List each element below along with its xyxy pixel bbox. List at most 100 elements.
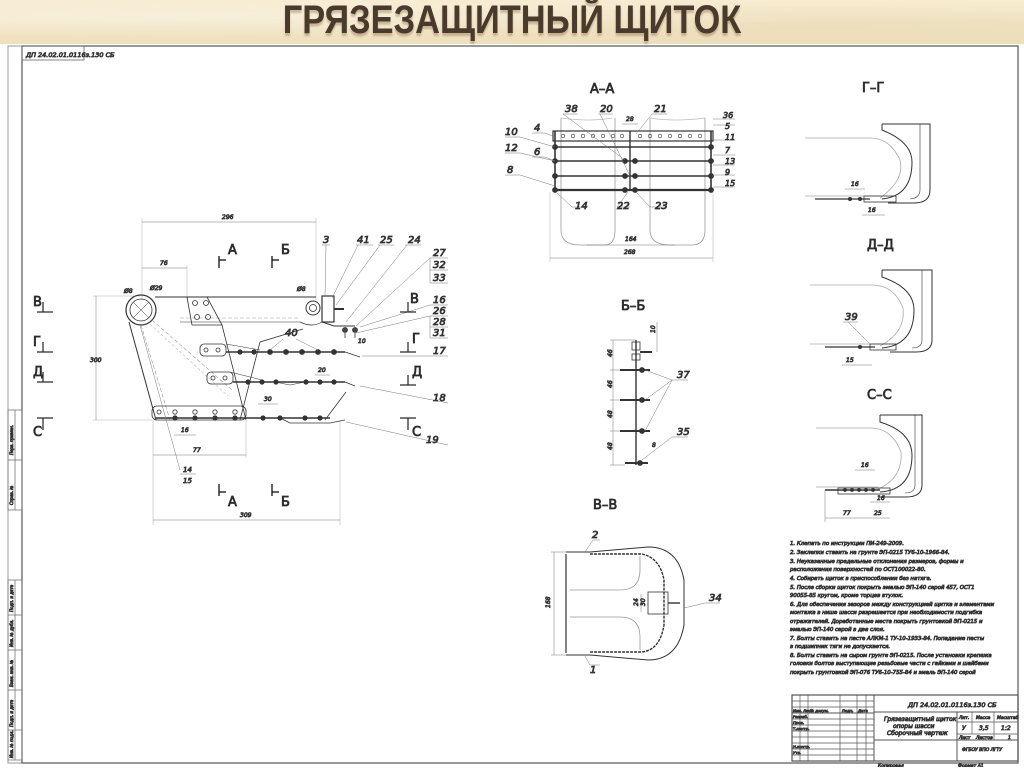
svg-text:Подп. и дата: Подп. и дата — [9, 584, 14, 612]
svg-text:1. Клепать по инструкции ПИ-24: 1. Клепать по инструкции ПИ-249-2009. — [790, 541, 904, 547]
svg-text:покрыть грунтовкой ЭП-076 ТУ6-: покрыть грунтовкой ЭП-076 ТУ6-10-755-84 … — [790, 670, 976, 676]
svg-text:77: 77 — [843, 510, 851, 517]
svg-text:Взам. инв. №: Взам. инв. № — [9, 660, 14, 687]
svg-text:24: 24 — [408, 235, 421, 246]
svg-text:16: 16 — [877, 495, 885, 502]
svg-text:Масштаб: Масштаб — [997, 715, 1019, 721]
svg-text:3,5: 3,5 — [979, 725, 989, 732]
svg-text:16: 16 — [868, 207, 876, 214]
svg-text:24: 24 — [633, 598, 640, 606]
sheet-frame: ДП 24.02.01.0116з.130 СБ — [7, 45, 1019, 764]
svg-text:6. Для обеспечения зазоров меж: 6. Для обеспечения зазоров между констру… — [790, 602, 995, 608]
svg-text:32: 32 — [433, 260, 446, 271]
svg-text:34: 34 — [709, 593, 722, 604]
svg-text:164: 164 — [625, 236, 637, 243]
svg-text:Инв. № дубл.: Инв. № дубл. — [9, 620, 14, 647]
drawing-sheet: ДП 24.02.01.0116з.130 СБ 296 76 Ø8 Ø29 Ø… — [0, 44, 1024, 769]
svg-text:В: В — [33, 295, 42, 310]
svg-text:Утв.: Утв. — [793, 750, 801, 755]
drawing-name-3: Сборочный чертеж — [887, 730, 948, 737]
svg-text:4. Собирать щиток в приспособл: 4. Собирать щиток в приспособлении без н… — [790, 576, 932, 582]
svg-text:11: 11 — [725, 133, 735, 142]
svg-text:Г: Г — [412, 332, 420, 347]
svg-text:20: 20 — [318, 367, 326, 374]
svg-text:23: 23 — [655, 201, 668, 212]
svg-text:10: 10 — [505, 127, 518, 138]
svg-text:33: 33 — [433, 273, 446, 284]
svg-text:76: 76 — [160, 260, 168, 267]
svg-text:31: 31 — [433, 328, 446, 339]
svg-text:Ø8: Ø8 — [296, 286, 306, 293]
svg-text:13: 13 — [725, 157, 735, 166]
svg-text:309: 309 — [240, 512, 252, 519]
svg-text:168: 168 — [545, 596, 552, 608]
svg-text:19: 19 — [426, 435, 439, 446]
svg-text:30: 30 — [640, 598, 647, 606]
svg-text:26: 26 — [433, 306, 446, 317]
svg-text:41: 41 — [357, 235, 370, 246]
svg-text:36: 36 — [723, 111, 733, 120]
svg-text:Г: Г — [33, 335, 41, 350]
svg-text:Б: Б — [281, 495, 290, 510]
svg-text:16: 16 — [861, 462, 869, 469]
svg-text:3. Неуказанные предельные откл: 3. Неуказанные предельные отклонения раз… — [790, 559, 964, 565]
svg-text:Д: Д — [33, 365, 43, 380]
svg-text:Инв. № подл.: Инв. № подл. — [9, 730, 14, 758]
svg-text:Разраб.: Разраб. — [793, 714, 808, 719]
title-banner: ГРЯЗЕЗАЩИТНЫЙ ЩИТОК — [0, 0, 1024, 44]
svg-text:4: 4 — [534, 123, 540, 134]
svg-text:У: У — [962, 725, 966, 732]
svg-text:16: 16 — [181, 427, 189, 434]
svg-text:5: 5 — [725, 122, 730, 131]
svg-text:48: 48 — [607, 410, 614, 418]
svg-text:40: 40 — [285, 328, 298, 339]
svg-text:15: 15 — [725, 179, 735, 188]
svg-text:8. Болты ставить на сыром грун: 8. Болты ставить на сыром грунте ЭП-0215… — [790, 653, 992, 659]
svg-text:Лист: Лист — [958, 735, 971, 741]
svg-text:18: 18 — [433, 393, 446, 404]
svg-text:Изм. Лист: Изм. Лист — [793, 708, 814, 713]
svg-text:25: 25 — [874, 510, 882, 517]
section-vv: В–В 168 24 30 2 1 34 — [545, 498, 723, 677]
svg-text:15: 15 — [183, 477, 192, 485]
svg-text:17: 17 — [433, 346, 446, 357]
section-gg: Г–Г 16 16 — [805, 81, 931, 216]
slide-title: ГРЯЗЕЗАЩИТНЫЙ ЩИТОК — [282, 0, 742, 42]
svg-text:48: 48 — [607, 442, 614, 450]
svg-text:6: 6 — [534, 147, 540, 158]
svg-text:Д–Д: Д–Д — [867, 238, 894, 253]
svg-text:20: 20 — [600, 104, 613, 115]
svg-text:Перв. примен.: Перв. примен. — [9, 425, 14, 455]
svg-text:Д: Д — [412, 365, 422, 380]
svg-text:2: 2 — [592, 530, 598, 541]
svg-text:Ø8: Ø8 — [123, 288, 133, 295]
main-view: 296 76 Ø8 Ø29 Ø8 300 — [33, 214, 449, 525]
svg-text:Копировал: Копировал — [878, 763, 904, 767]
drawing-name-2: опоры шасси — [893, 723, 934, 730]
section-ss: С–С 16 16 77 25 — [816, 388, 923, 522]
svg-text:Лит.: Лит. — [958, 715, 969, 721]
title-block — [791, 694, 1019, 762]
svg-text:15: 15 — [846, 357, 854, 364]
section-aa: А–А 28 164 268 — [505, 82, 736, 262]
svg-text:Масса: Масса — [976, 715, 991, 721]
svg-text:90055-85 кругом, кроме торцев: 90055-85 кругом, кроме торцев втулок. — [790, 593, 903, 599]
svg-text:1: 1 — [1008, 735, 1011, 741]
svg-text:46: 46 — [607, 380, 614, 388]
section-dd: Д–Д 39 15 — [810, 238, 933, 366]
svg-text:Справ. №: Справ. № — [9, 486, 14, 505]
svg-text:14: 14 — [183, 466, 192, 474]
svg-text:ФГБОУ ВПО ЛГТУ: ФГБОУ ВПО ЛГТУ — [962, 747, 1002, 753]
svg-text:3: 3 — [323, 235, 329, 246]
svg-text:8: 8 — [507, 165, 513, 176]
svg-text:28: 28 — [433, 317, 446, 328]
svg-text:22: 22 — [617, 201, 630, 212]
svg-text:30: 30 — [264, 396, 272, 403]
svg-text:Подп.: Подп. — [842, 708, 854, 713]
section-bb: Б–Б 46 46 48 48 10 8 37 3 — [607, 299, 691, 466]
svg-text:С: С — [412, 425, 421, 440]
svg-text:14: 14 — [575, 201, 588, 212]
svg-text:16: 16 — [851, 181, 859, 188]
svg-text:С–С: С–С — [867, 388, 892, 403]
side-strip-text: Перв. примен. Справ. № Подп. и дата Инв.… — [9, 425, 15, 759]
